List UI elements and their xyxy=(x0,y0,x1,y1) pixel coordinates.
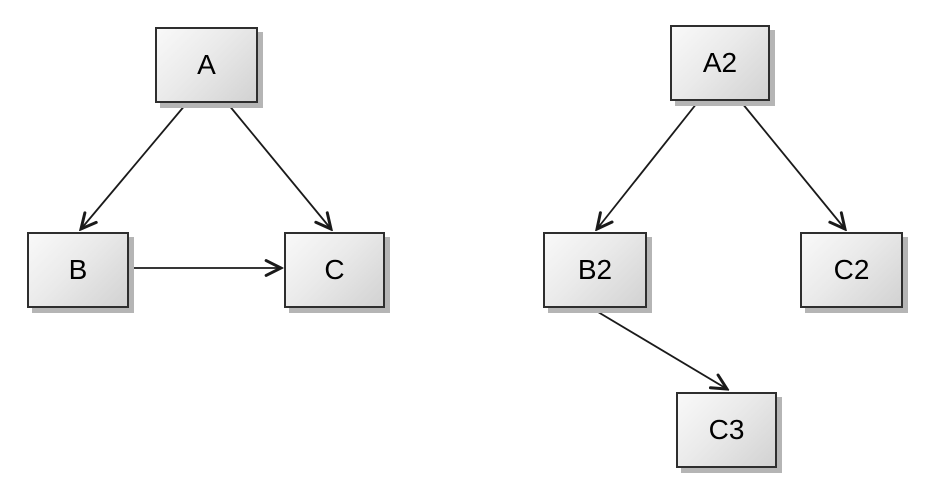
node-C2-label: C2 xyxy=(833,254,870,285)
node-A2-label: A2 xyxy=(702,47,738,78)
edge-A2-C2 xyxy=(741,102,845,229)
node-C-label: C xyxy=(324,254,345,285)
edge-A2-B2 xyxy=(597,102,698,229)
edge-A-C xyxy=(227,103,331,229)
node-C2[interactable]: C2 xyxy=(800,232,903,308)
node-C3-label: C3 xyxy=(708,414,745,445)
node-C[interactable]: C xyxy=(284,232,385,308)
edge-A-B xyxy=(81,103,187,229)
node-B[interactable]: B xyxy=(27,232,129,308)
node-B-label: B xyxy=(68,254,88,285)
node-A-label: A xyxy=(197,49,216,80)
node-A2[interactable]: A2 xyxy=(670,25,770,101)
node-C3[interactable]: C3 xyxy=(676,392,777,468)
node-A[interactable]: A xyxy=(155,27,258,103)
node-B2-label: B2 xyxy=(577,254,613,285)
node-B2[interactable]: B2 xyxy=(543,232,647,308)
edge-B2-C3 xyxy=(592,308,727,389)
